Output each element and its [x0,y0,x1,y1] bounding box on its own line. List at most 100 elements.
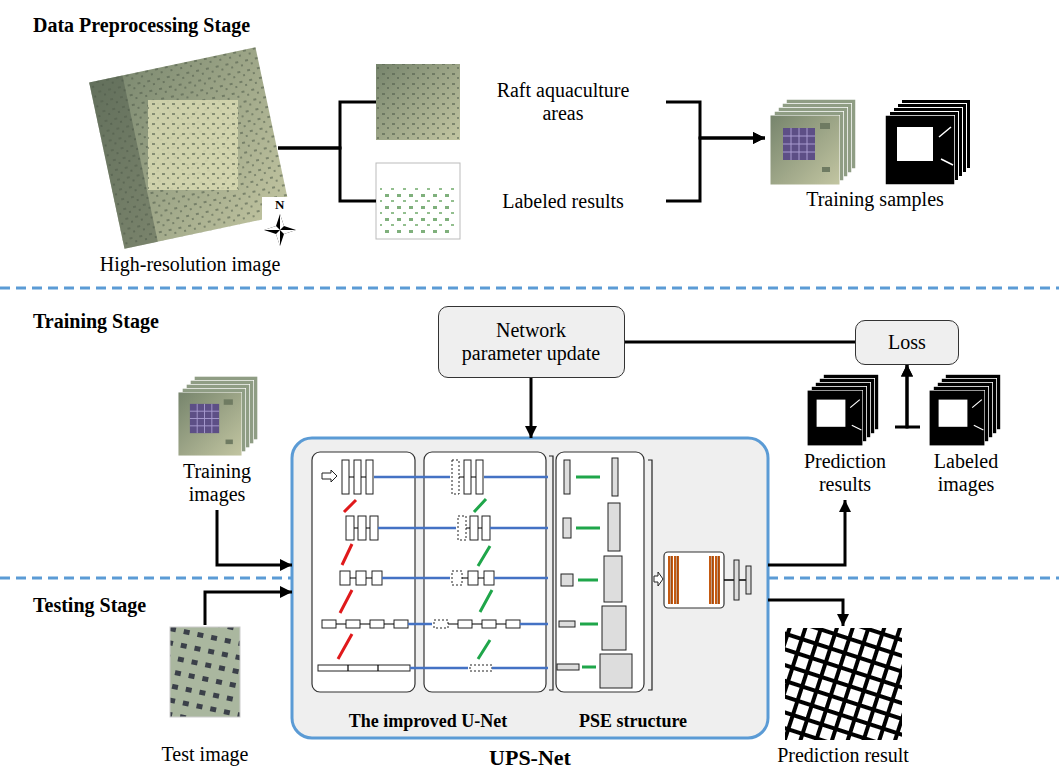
unet-sketch [318,665,410,671]
stage-heading: Testing Stage [33,594,146,617]
pse-sketch [664,552,724,608]
unet-sketch [374,477,548,668]
connector-line [768,500,845,565]
mask-stack [885,99,971,185]
raft-image [376,64,460,140]
unet-sketch [482,516,490,540]
raft-image [376,64,460,140]
unet-sketch [370,516,378,540]
mask-stack [929,374,1001,446]
stage-heading-holder: Training Stage [33,310,159,333]
unet-sketch [346,620,360,628]
unet-sketch [506,620,520,628]
panel-title: PSE structure [579,711,687,732]
unet-sketch [452,571,462,585]
unet-sketch [346,516,354,540]
pse-sketch [604,556,622,602]
module-panel: The improved U-Net [308,450,548,736]
satellite-image [148,100,238,190]
pse-sketch [671,556,718,604]
image-space [376,64,460,140]
panel-title: UPS-Net [489,745,571,770]
image-stack: Training images [165,370,269,510]
satellite-image [148,100,238,190]
unet-sketch [358,516,366,540]
image-space [165,370,269,460]
unet-sketch [470,665,492,671]
node-label: Labeled images [920,450,1012,496]
pse-sketch [612,458,618,496]
compass-symbol [262,197,298,248]
unet-sketch [322,620,336,628]
unet-sketch [424,452,546,692]
stage-heading-holder: Testing Stage [33,594,146,617]
pse-sketch [600,654,632,688]
node-label: Labeled results [460,190,666,213]
pse-sketch [563,518,571,538]
module-panel: PSE structure [550,450,716,736]
compass-letter: N [275,198,284,213]
node-label: Loss [888,331,926,354]
unet-sketch [468,571,478,585]
pse-sketch [602,606,626,650]
unet-sketch [342,460,349,494]
unet-sketch [458,620,472,628]
raft-image [376,64,460,140]
pse-sketch [608,503,620,551]
image-space [768,626,918,744]
pse-sketch [559,621,575,627]
pse-sketch [746,566,751,594]
connector-line [907,365,920,428]
node-label: Network parameter update [459,319,604,365]
image-figure: Test image [145,625,265,770]
pse-sketch [564,460,570,494]
compass-symbol [264,214,296,246]
unet-sketch [370,620,384,628]
pse-sketch [556,452,751,692]
connector-line [205,592,292,625]
pse-sketch [557,458,632,688]
node-label: Raft aquaculture areas [460,79,666,125]
image-stack: Labeled images [920,370,1012,500]
unet-sketch [464,460,471,494]
image-space [920,370,1012,450]
pse-sketch [556,452,644,692]
image-stack [178,392,242,456]
unet-sketch [549,456,553,690]
unet-sketch [356,571,366,585]
satellite-image [89,47,291,249]
label-image [376,163,460,239]
image-figure: Prediction result [768,626,918,771]
stage-heading: Data Preprocessing Stage [33,14,250,37]
unet-sketch [372,571,382,585]
compass-symbol [264,214,296,246]
mask-stack [929,390,985,446]
connector-line [666,138,765,201]
stage-divider [0,287,1059,290]
node-label: Test image [145,743,265,766]
connector-line [278,102,376,148]
mask-stack [807,390,863,446]
unet-sketch [354,460,361,494]
image-space [376,163,460,239]
test-image [170,627,240,717]
pse-sketch [654,572,663,586]
connector-line [666,102,765,138]
unet-sketch [434,620,448,628]
pse-sketch [734,560,739,600]
satellite-image [89,47,291,249]
process-box: Network parameter update [438,306,625,378]
satellite-image [89,47,291,249]
pse-sketch [648,460,652,690]
stage-heading-holder: Data Preprocessing Stage [33,14,250,37]
node-label: Prediction result [768,744,918,767]
image-stack [178,376,258,456]
node-label: Training samples [765,188,985,211]
sample-stack: Training samples [765,88,985,215]
image-stack: Prediction results [795,370,895,500]
unet-sketch [476,460,483,494]
image-stack [770,99,856,185]
unet-sketch [312,452,415,692]
unet-sketch [366,460,373,494]
unet-sketch [484,571,494,585]
